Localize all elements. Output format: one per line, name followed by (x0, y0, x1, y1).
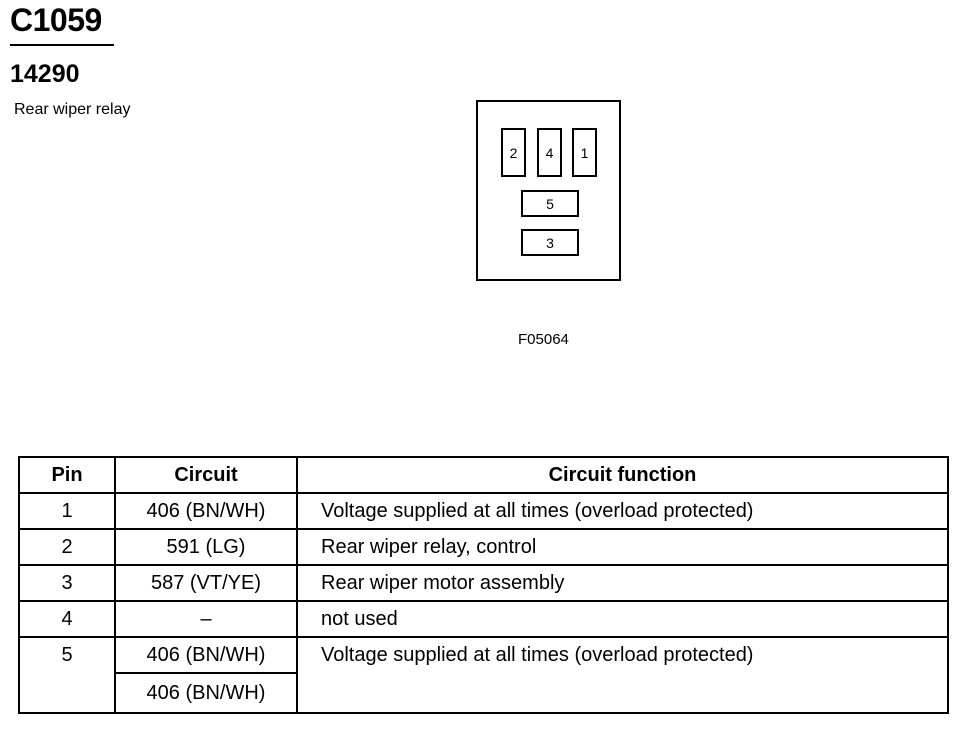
table-row: 5 406 (BN/WH) Voltage supplied at all ti… (18, 636, 949, 714)
pin-cell: 2 (18, 528, 116, 566)
function-cell: Rear wiper motor assembly (296, 564, 949, 602)
pin-5-terminal: 5 (521, 190, 579, 217)
pin-cell: 1 (18, 492, 116, 530)
component-id: 14290 (10, 60, 80, 88)
pin-3-terminal: 3 (521, 229, 579, 256)
pin-4-terminal: 4 (537, 128, 562, 177)
pin-cell: 5 (18, 636, 116, 714)
circuit-cell: 587 (VT/YE) (114, 564, 298, 602)
function-cell: Rear wiper relay, control (296, 528, 949, 566)
table-row: 1 406 (BN/WH) Voltage supplied at all ti… (18, 492, 949, 530)
pin-cell: 3 (18, 564, 116, 602)
circuit-cell: 406 (BN/WH) (114, 672, 298, 714)
pinout-table: Pin Circuit Circuit function 1 406 (BN/W… (18, 456, 949, 714)
connector-id: C1059 (10, 2, 102, 38)
circuit-cell: 406 (BN/WH) (114, 492, 298, 530)
table-row: 3 587 (VT/YE) Rear wiper motor assembly (18, 564, 949, 602)
component-name: Rear wiper relay (14, 101, 131, 118)
table-row: 4 – not used (18, 600, 949, 638)
table-row: 406 (BN/WH) (19, 672, 948, 714)
header-circuit: Circuit (114, 456, 298, 494)
pin-2-terminal: 2 (501, 128, 526, 177)
figure-id: F05064 (518, 331, 569, 348)
connector-id-underline (10, 44, 114, 46)
table-header-row: Pin Circuit Circuit function (18, 456, 949, 494)
header-pin: Pin (18, 456, 116, 494)
function-cell: Voltage supplied at all times (overload … (296, 492, 949, 530)
connector-face-diagram: 2 4 1 5 3 (476, 100, 621, 281)
header-circuit-function: Circuit function (296, 456, 949, 494)
pin-cell: 4 (18, 600, 116, 638)
circuit-cell: 406 (BN/WH) (114, 636, 298, 674)
function-cell: not used (296, 600, 949, 638)
circuit-cell: 591 (LG) (114, 528, 298, 566)
circuit-cell: – (114, 600, 298, 638)
pin-1-terminal: 1 (572, 128, 597, 177)
table-row: 2 591 (LG) Rear wiper relay, control (18, 528, 949, 566)
function-cell: Voltage supplied at all times (overload … (296, 636, 949, 714)
